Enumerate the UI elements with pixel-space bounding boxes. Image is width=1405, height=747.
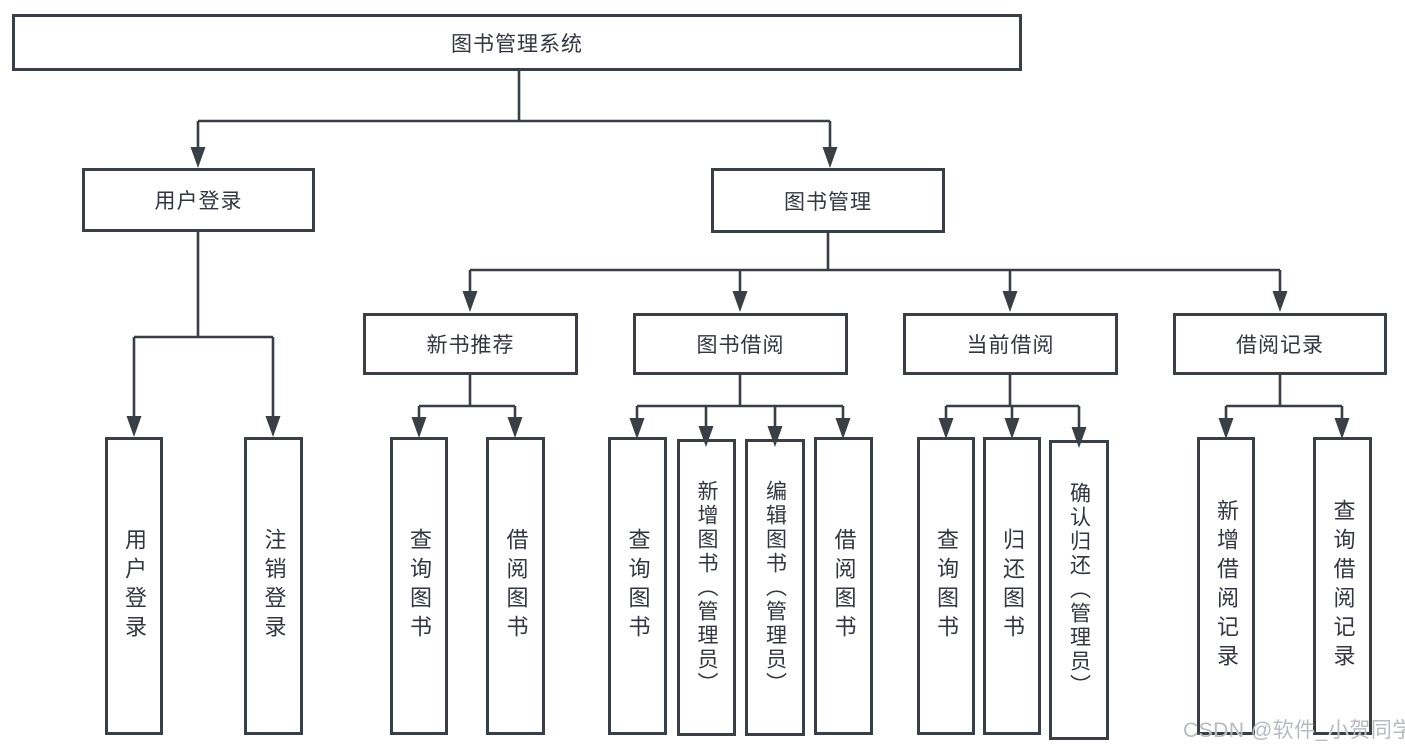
leaf-label: 借阅图书 [503,528,529,644]
leaf-label: 查询图书 [407,528,432,644]
csdn-watermark: CSDN @软件_小贺同学 [1183,719,1405,742]
leaf-label: 归还图书 [1000,528,1025,644]
leaf-label: 查询借阅记录 [1330,499,1356,673]
node-label: 新书推荐 [426,334,515,357]
node-label: 用户登录 [154,190,243,213]
leaf-label: 注销登录 [261,528,287,644]
leaf-label: 用户登录 [122,528,147,644]
leaf-borrow-books-borrowing: 借阅图书 [814,437,873,735]
leaf-query-books-borrowing: 查询图书 [608,437,667,735]
leaf-edit-books-admin: 编辑图书（管理员） [745,439,805,736]
node-user-login: 用户登录 [82,168,315,232]
leaf-label: 查询图书 [625,528,651,644]
leaf-label: 编辑图书（管理员） [763,479,787,696]
connector-root [190,71,838,168]
node-label: 图书借阅 [696,334,785,357]
leaf-add-borrow-record: 新增借阅记录 [1197,437,1255,735]
node-new-book-recommend: 新书推荐 [363,313,578,375]
node-book-borrowing: 图书借阅 [633,313,848,375]
leaf-confirm-return-admin: 确认归还（管理员） [1049,440,1109,740]
node-library-management-system: 图书管理系统 [12,14,1022,71]
connector-new-book-recommend [411,375,523,438]
leaf-query-books-recommend: 查询图书 [390,437,448,735]
node-label: 借阅记录 [1236,334,1324,357]
node-label: 图书管理 [784,190,872,214]
leaf-label: 查询图书 [934,528,959,644]
leaf-query-books-current: 查询图书 [917,437,975,735]
leaf-user-login: 用户登录 [105,437,163,735]
node-label: 图书管理系统 [451,32,583,56]
connector-user-login [126,232,281,437]
leaf-query-borrow-record: 查询借阅记录 [1313,437,1372,735]
leaf-label: 确认归还（管理员） [1067,482,1091,698]
leaf-return-books: 归还图书 [983,437,1041,735]
node-borrowing-records: 借阅记录 [1173,313,1387,375]
leaf-add-books-admin: 新增图书（管理员） [677,439,736,736]
leaf-logout: 注销登录 [244,437,303,735]
connector-borrowing-records [1218,375,1350,439]
node-book-management: 图书管理 [711,168,945,233]
leaf-label: 借阅图书 [831,528,857,644]
node-label: 当前借阅 [966,334,1055,357]
connector-book-management [462,233,1288,312]
leaf-label: 新增借阅记录 [1214,499,1239,673]
node-current-borrowing: 当前借阅 [903,313,1118,375]
leaf-label: 新增图书（管理员） [695,479,718,696]
leaf-borrow-books-recommend: 借阅图书 [486,437,545,735]
